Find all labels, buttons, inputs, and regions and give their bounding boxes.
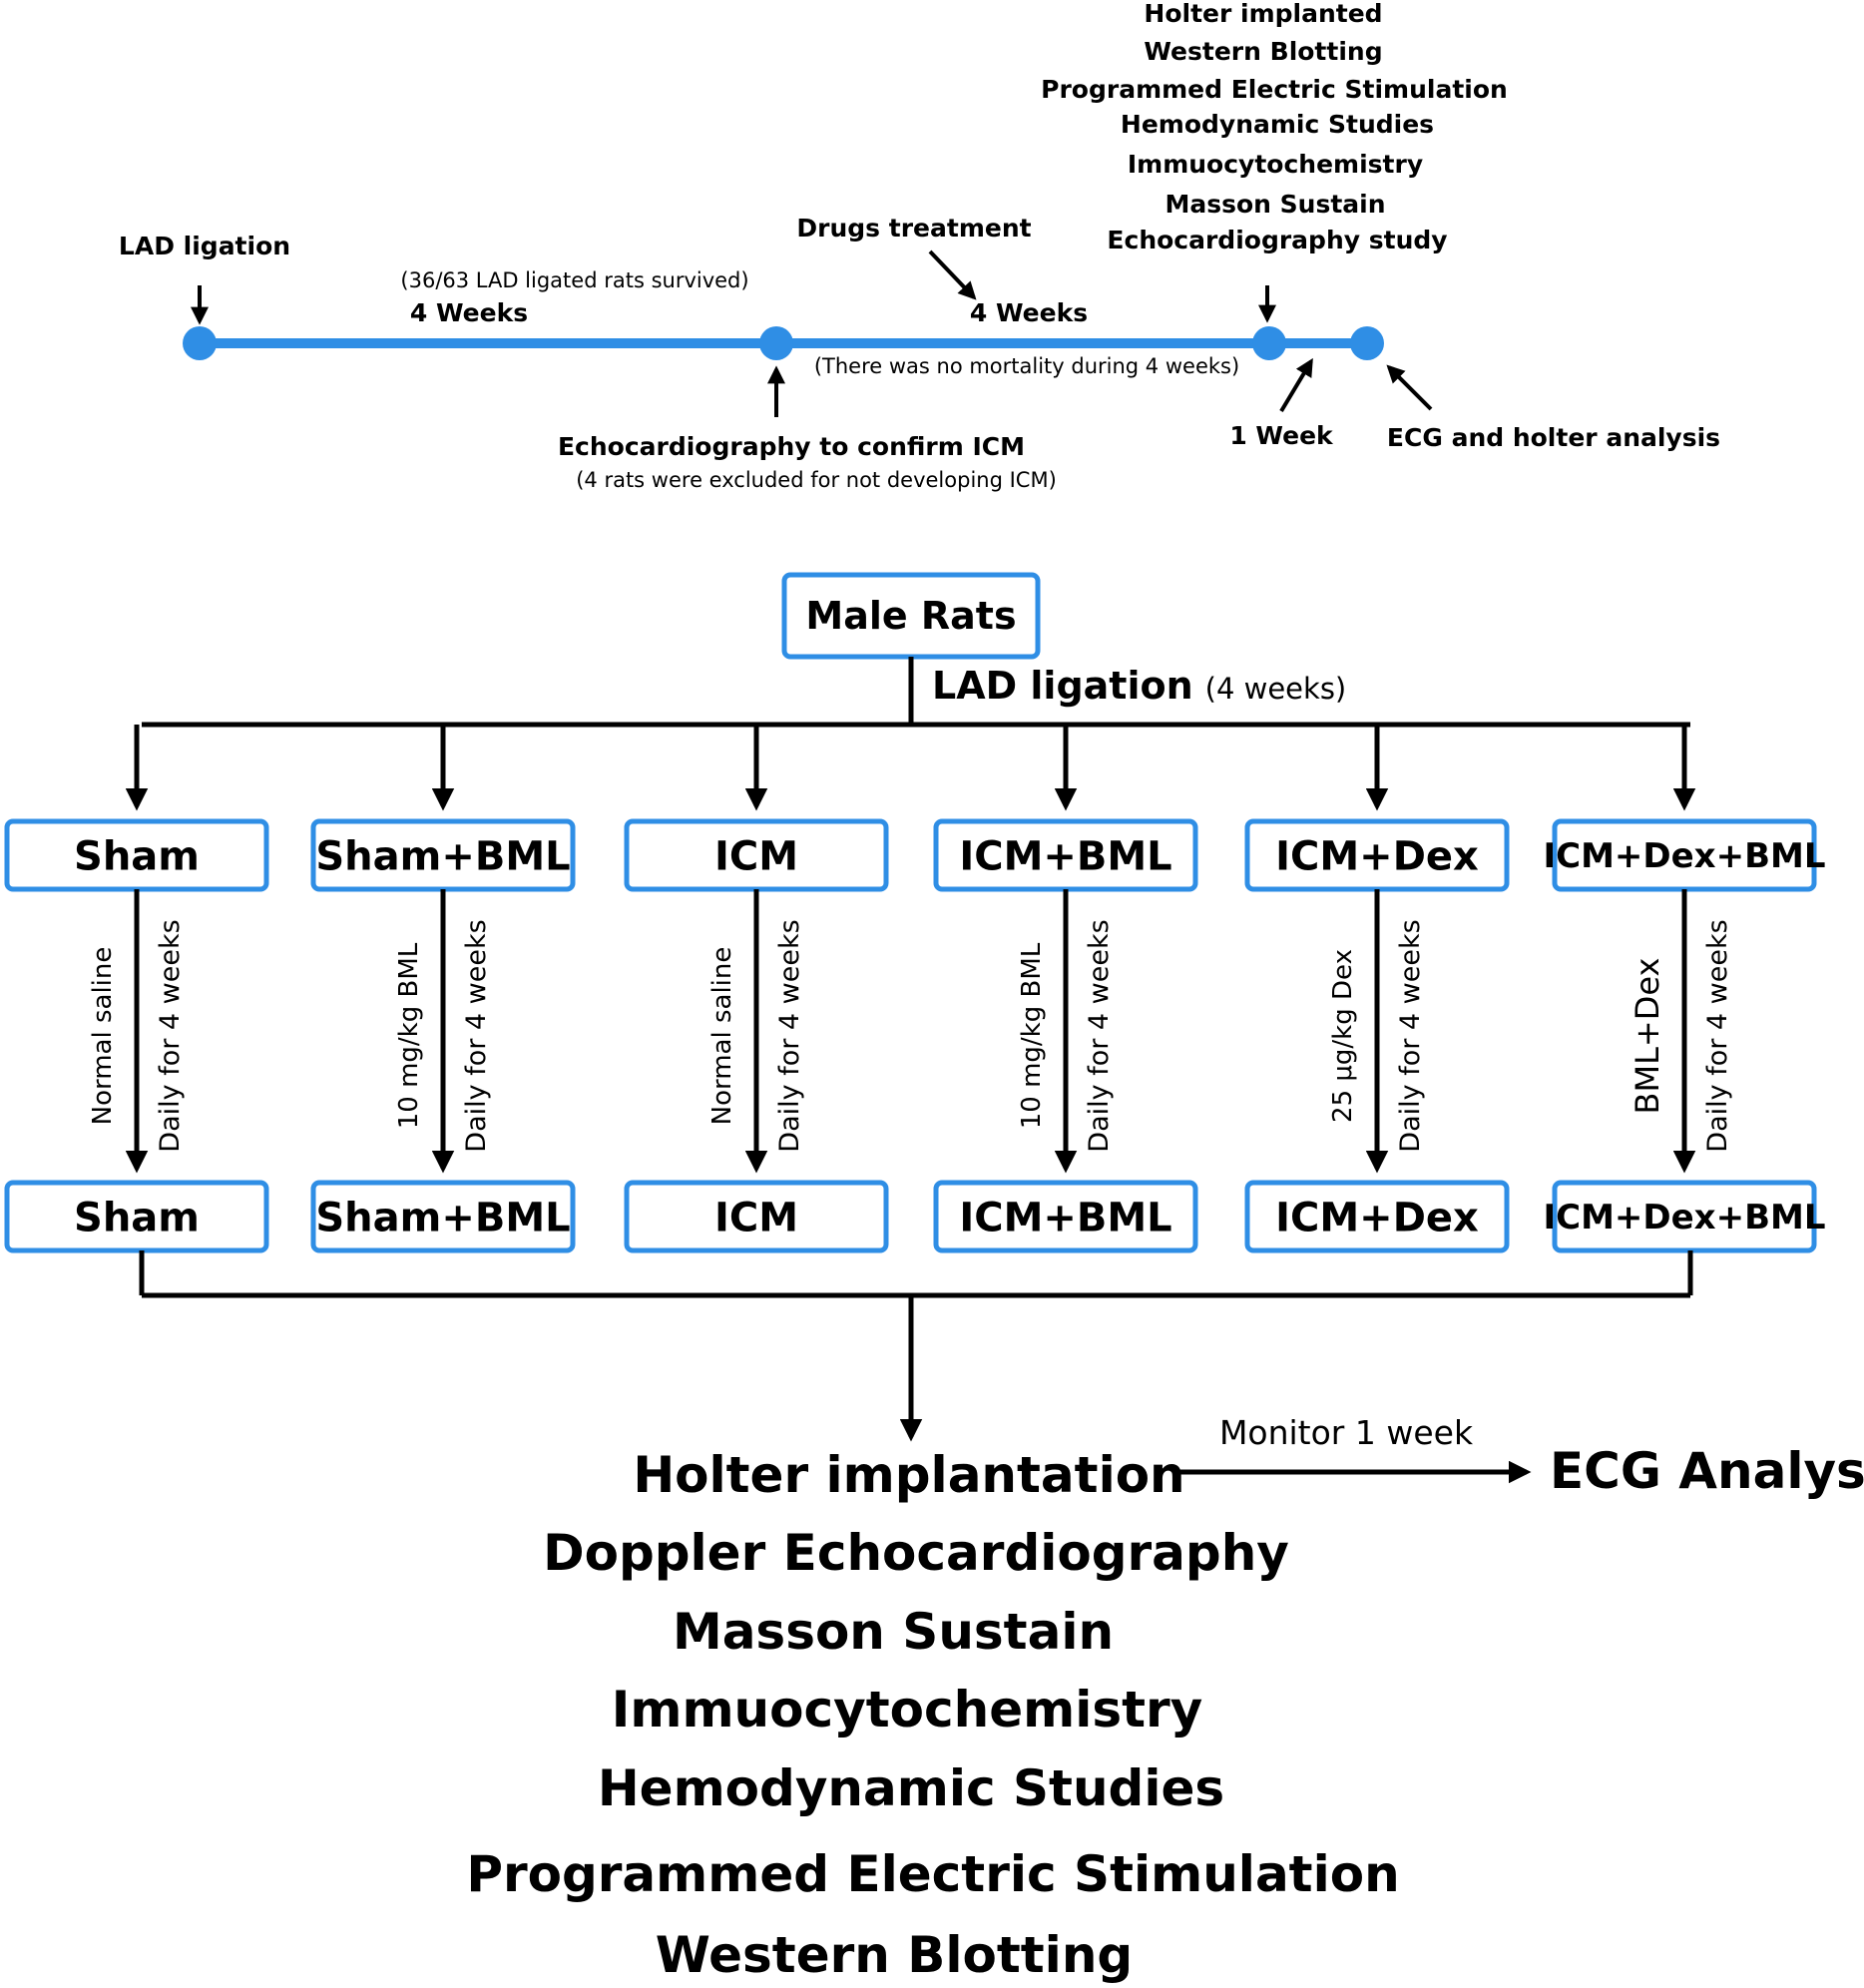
monitor-label: Monitor 1 week bbox=[1219, 1413, 1474, 1452]
arrow-ecg-holter bbox=[1386, 364, 1433, 411]
outcome-item: Masson Sustain bbox=[673, 1603, 1114, 1661]
arrow-drugs-treatment bbox=[928, 249, 977, 300]
group-box-bottom bbox=[933, 1180, 1198, 1253]
group-name-top: ICM+Dex bbox=[1275, 833, 1479, 879]
group-box-bottom bbox=[1244, 1180, 1510, 1253]
group-name-top: ICM+BML bbox=[959, 833, 1171, 879]
label-lad-ligation: LAD ligation bbox=[119, 232, 290, 260]
group-name-bottom: ICM+Dex+BML bbox=[1543, 1198, 1825, 1238]
outcome-item: Programmed Electric Stimulation bbox=[466, 1845, 1399, 1903]
group-box-bottom bbox=[310, 1180, 576, 1253]
endpoint-item: Hemodynamic Studies bbox=[1121, 110, 1434, 139]
label-drugs-treatment: Drugs treatment bbox=[796, 214, 1031, 243]
label-weeks-2: 4 Weeks bbox=[970, 298, 1088, 327]
outcome-item: Western Blotting bbox=[656, 1926, 1133, 1984]
group-name-top: Sham+BML bbox=[315, 833, 570, 879]
group-name-top: ICM+Dex+BML bbox=[1543, 836, 1825, 876]
group-name-top: Sham bbox=[74, 833, 200, 879]
endpoint-item: Echocardiography study bbox=[1107, 226, 1447, 254]
label-one-week: 1 Week bbox=[1229, 421, 1334, 450]
endpoint-list: Holter implanted Western Blotting Progra… bbox=[1041, 0, 1508, 254]
endpoint-item: Programmed Electric Stimulation bbox=[1041, 75, 1508, 104]
group-name-bottom: ICM bbox=[714, 1195, 798, 1241]
lad-label: LAD ligation bbox=[932, 664, 1193, 708]
root-label: Male Rats bbox=[805, 594, 1016, 638]
group-name-bottom: ICM+Dex bbox=[1275, 1195, 1479, 1241]
group-treatment: 25 μg/kg Dex bbox=[1328, 949, 1358, 1123]
group-treatment: Normal saline bbox=[88, 947, 118, 1126]
arrow-one-week bbox=[1279, 357, 1313, 413]
flowchart: Male Rats LAD ligation (4 weeks) ShamNor… bbox=[4, 572, 1864, 1984]
outcome-item: Doppler Echocardiography bbox=[543, 1524, 1289, 1582]
lad-ligation-label: LAD ligation (4 weeks) bbox=[932, 664, 1346, 708]
group-name-bottom: ICM+BML bbox=[959, 1195, 1171, 1241]
timeline-dot-end bbox=[1350, 326, 1384, 360]
group-name-bottom: Sham+BML bbox=[315, 1195, 570, 1241]
group-schedule: Daily for 4 weeks bbox=[774, 919, 805, 1152]
group-schedule: Daily for 4 weeks bbox=[1395, 919, 1426, 1152]
outcome-holter-implantation: Holter implantation bbox=[633, 1446, 1184, 1504]
label-survived-note: (36/63 LAD ligated rats survived) bbox=[400, 268, 748, 292]
endpoint-item: Holter implanted bbox=[1144, 0, 1382, 28]
ecg-analysis-label: ECG Analysis bbox=[1550, 1442, 1864, 1500]
endpoint-item: Immuocytochemistry bbox=[1128, 150, 1423, 179]
group-schedule: Daily for 4 weeks bbox=[1702, 919, 1733, 1152]
group-treatment: 10 mg/kg BML bbox=[394, 942, 424, 1129]
group-box-bottom bbox=[1552, 1180, 1817, 1253]
group-name-top: ICM bbox=[714, 833, 798, 879]
group-treatment: BML+Dex bbox=[1629, 958, 1666, 1115]
endpoint-item: Masson Sustain bbox=[1165, 190, 1385, 219]
group-schedule: Daily for 4 weeks bbox=[461, 919, 492, 1152]
endpoint-item: Western Blotting bbox=[1144, 37, 1382, 66]
group-box-bottom bbox=[4, 1180, 269, 1253]
label-echo-confirm: Echocardiography to confirm ICM bbox=[558, 432, 1025, 461]
group-box-bottom bbox=[624, 1180, 889, 1253]
timeline: LAD ligation (36/63 LAD ligated rats sur… bbox=[119, 0, 1720, 492]
lad-duration: (4 weeks) bbox=[1205, 672, 1347, 706]
outcome-item: Hemodynamic Studies bbox=[598, 1759, 1224, 1817]
group-name-bottom: Sham bbox=[74, 1195, 200, 1241]
label-weeks-1: 4 Weeks bbox=[410, 298, 528, 327]
timeline-dot-4wk bbox=[759, 326, 793, 360]
outcome-item: Immuocytochemistry bbox=[612, 1681, 1203, 1739]
label-no-mortality: (There was no mortality during 4 weeks) bbox=[814, 354, 1239, 378]
group-schedule: Daily for 4 weeks bbox=[155, 919, 186, 1152]
group-treatment: Normal saline bbox=[707, 947, 737, 1126]
group-schedule: Daily for 4 weeks bbox=[1084, 919, 1115, 1152]
timeline-dot-8wk bbox=[1252, 326, 1286, 360]
group-treatment: 10 mg/kg BML bbox=[1017, 942, 1047, 1129]
timeline-dot-start bbox=[183, 326, 217, 360]
label-excluded-note: (4 rats were excluded for not developing… bbox=[576, 468, 1057, 492]
label-ecg-holter: ECG and holter analysis bbox=[1387, 423, 1720, 452]
